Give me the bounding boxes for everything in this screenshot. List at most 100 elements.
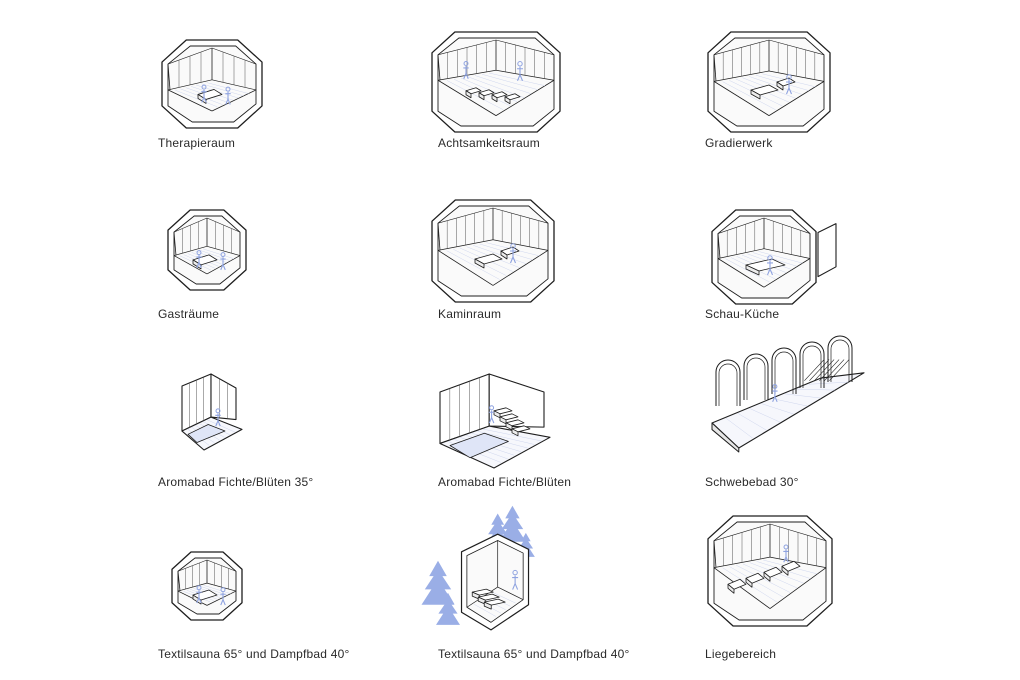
basin-edge [712, 423, 739, 452]
room-label: Kaminraum [438, 307, 502, 321]
wall-edge-line [168, 64, 170, 90]
person-figure-icon [767, 256, 773, 275]
person-figure-icon [220, 253, 225, 270]
lounger-chair [782, 566, 788, 575]
floor-edge-line [178, 591, 207, 605]
lounger-chair [764, 572, 770, 581]
person-figure-icon [196, 586, 201, 603]
arch-inner [803, 346, 821, 388]
person-figure-icon [220, 588, 225, 605]
floor-grid-line [489, 73, 545, 86]
floor-grid-line [475, 76, 531, 94]
wall-edge-line [714, 541, 716, 568]
ramp-step [809, 360, 829, 381]
person-figure-icon [196, 251, 201, 268]
floor-grid-line [207, 83, 249, 94]
floor-grid-line [809, 382, 848, 384]
right-wall [211, 374, 236, 420]
lounge-area-axonometric-icon [706, 514, 834, 628]
floor-grid-line [203, 249, 234, 259]
wall-edge-line [718, 234, 720, 259]
furniture-block [751, 90, 760, 99]
furniture-block [777, 82, 783, 90]
arch-frame [800, 342, 824, 388]
wall-top-line [718, 218, 764, 234]
ramp-step [829, 360, 849, 381]
room-label: Textilsauna 65° und Dampfbad 40° [158, 647, 350, 661]
basin-floor [712, 373, 864, 448]
floor-grid-line [175, 90, 217, 107]
person-figure-icon [512, 570, 518, 589]
guest-rooms-axonometric-icon [166, 208, 248, 292]
floor-grid-line [723, 82, 776, 110]
room-label: Liegebereich [705, 647, 777, 661]
floor-grid-line [447, 251, 500, 280]
floor-edge-line [498, 587, 523, 600]
room-label: Schwebebad 30° [705, 475, 799, 489]
ramp-step [814, 360, 834, 381]
wall-base-line [764, 249, 810, 259]
floor-edge-line [496, 80, 554, 115]
floor-grid-line [726, 259, 770, 282]
person-figure-icon [215, 409, 220, 426]
floor-grid-line [204, 585, 231, 593]
floor-grid-line [750, 408, 780, 422]
floor-grid-line [749, 76, 802, 94]
floor-grid-line [482, 74, 538, 89]
arch-inner [719, 364, 737, 406]
floor-grid-line [483, 429, 541, 441]
floor-grid-line [797, 389, 835, 390]
lounger-chair [728, 584, 734, 593]
aroma-bath-axonometric-icon [434, 370, 554, 472]
person-figure-icon [489, 406, 494, 423]
furniture-block [475, 259, 484, 268]
ramp-step [804, 360, 824, 381]
person-figure-icon [786, 75, 792, 94]
person-figure-icon [772, 385, 777, 402]
floor-grid-line [474, 604, 496, 616]
floor-edge-line [207, 591, 236, 605]
sauna-bench [484, 602, 491, 609]
graduation-tower-axonometric-icon [706, 30, 832, 134]
room-label: Achtsamkeitsraum [438, 136, 540, 150]
kitchen-counter [746, 265, 759, 275]
arch-inner [747, 358, 765, 400]
room-label: Aromabad Fichte/Blüten 35° [158, 475, 314, 489]
yoga-mat [505, 97, 510, 104]
aroma-bath-35-axonometric-icon [176, 372, 246, 454]
spruce-tree-icon [421, 560, 455, 605]
person-figure-icon [517, 62, 523, 81]
floor-grid-line [773, 399, 807, 406]
wall-edge-line [438, 223, 440, 250]
person-figure-icon [463, 61, 468, 78]
floor-edge-line [770, 568, 826, 609]
room-label: Gasträume [158, 307, 220, 321]
floor-edge-line [174, 256, 207, 274]
show-kitchen-axonometric-icon [710, 208, 840, 306]
yoga-mat [466, 91, 471, 98]
person-figure-icon [783, 545, 788, 562]
therapy-room-axonometric-icon [160, 38, 264, 130]
ramp-step [819, 360, 839, 381]
floor-grid-line [447, 81, 503, 110]
arch-frame [716, 360, 740, 406]
person-figure-icon [225, 87, 230, 104]
floor-edge-line [718, 259, 764, 288]
bath-pool [450, 433, 508, 457]
floating-bath-axonometric-icon [706, 320, 870, 452]
fireplace-room-axonometric-icon [430, 198, 556, 304]
floor-edge-line [438, 250, 493, 285]
floor-grid-line [785, 394, 821, 398]
textile-sauna-trees-axonometric-icon [421, 505, 535, 640]
yoga-mat [492, 95, 497, 102]
wall-top-line [764, 218, 810, 234]
floor-edge-line [769, 81, 824, 115]
floor-grid-line [726, 418, 753, 438]
wall-edge-line [438, 55, 440, 80]
stair-step [512, 429, 518, 436]
floor-grid-line [207, 420, 235, 432]
arch-inner [831, 340, 849, 382]
floor-grid-line [202, 84, 244, 96]
floor-grid-line [493, 593, 516, 604]
bath-pool [188, 424, 225, 442]
